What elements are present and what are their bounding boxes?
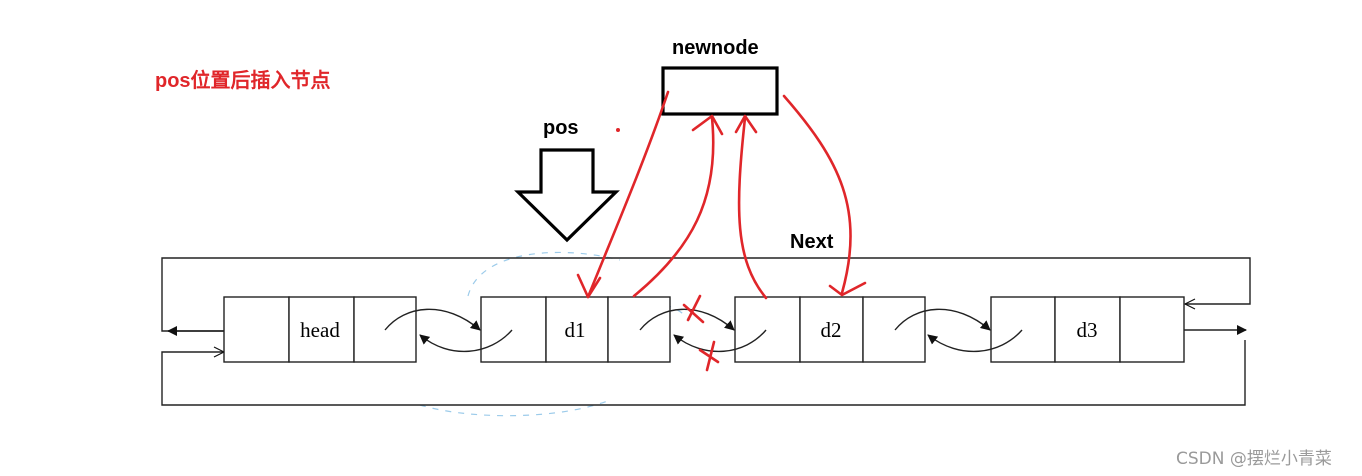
head-data-cell — [288, 296, 355, 363]
head-prev-cell — [223, 296, 290, 363]
newnode-label: newnode — [672, 37, 759, 59]
arrow-d1-to-newnode — [632, 116, 715, 298]
arrow-d2-to-newnode — [737, 116, 768, 300]
pos-indicator: pos — [514, 117, 620, 243]
node-d1: d1 — [480, 296, 671, 363]
cross-mark-upper — [682, 294, 705, 324]
d1-prev-cell — [480, 296, 547, 363]
d2-next-cell — [862, 296, 926, 363]
node-label-head: head — [300, 318, 340, 342]
node-d2: d2 — [734, 296, 926, 363]
newnode-box — [661, 66, 779, 116]
d1-next-cell — [607, 296, 671, 363]
arrow-newnode-to-d2 — [782, 94, 852, 295]
caption-text: pos位置后插入节点 — [155, 68, 331, 92]
d2-prev-cell — [734, 296, 801, 363]
newnode: newnode — [661, 37, 779, 116]
d2-data-cell — [799, 296, 864, 363]
red-dot — [616, 128, 620, 132]
d3-next-cell — [1119, 296, 1185, 363]
next-label: Next — [790, 231, 834, 253]
node-head: head — [223, 296, 417, 363]
pos-arrow — [514, 148, 620, 243]
node-d3: d3 — [990, 296, 1185, 363]
cross-mark-lower — [698, 340, 720, 372]
node-label-d1: d1 — [565, 318, 586, 342]
d3-prev-cell — [990, 296, 1056, 363]
d3-data-cell — [1054, 296, 1121, 363]
watermark: CSDN @摆烂小青菜 — [1176, 449, 1332, 469]
pos-label: pos — [543, 117, 579, 139]
arrow-newnode-to-d1 — [586, 90, 670, 299]
node-label-d2: d2 — [821, 318, 842, 342]
node-label-d3: d3 — [1077, 318, 1098, 342]
node-links — [384, 308, 1023, 353]
red-annotations — [576, 90, 867, 372]
